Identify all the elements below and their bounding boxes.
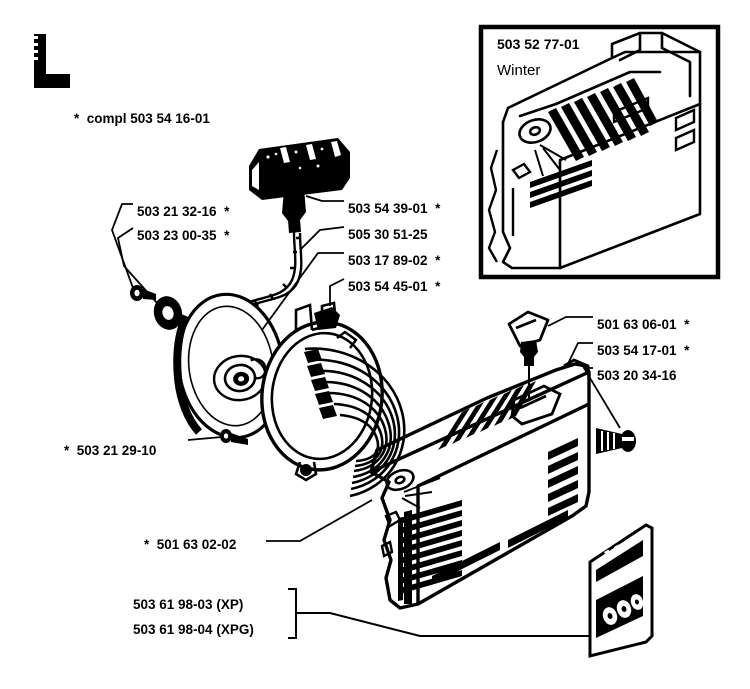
inset-winter-cover [478,24,721,280]
pawl-screw [220,429,248,445]
cover-side-slats [548,438,578,516]
label-cover-screw: * 501 63 02-02 [144,537,237,552]
screws-and-washers [130,285,183,330]
starter-handle [249,138,350,233]
label-pulley: 503 17 89-02 * [348,253,441,268]
label-bracket-screw: 503 20 34-16 [597,368,677,383]
label-grommet: 501 63 06-01 * [597,317,690,332]
inset-caption: Winter [497,62,541,79]
label-spring: 503 54 45-01 * [348,279,441,294]
label-compl: * compl 503 54 16-01 [74,111,210,126]
leader-lines [111,195,621,639]
label-bracket: 503 54 17-01 * [597,343,690,358]
label-handle: 503 54 39-01 * [348,201,441,216]
inset-part-number: 503 52 77-01 [497,36,580,52]
logo-l-icon [33,34,70,88]
starter-cover [369,358,591,610]
label-decal-xpg: 503 61 98-04 (XPG) [133,622,254,637]
cover-top-slats [438,381,536,450]
mount-bracket-screw [596,428,636,454]
rubber-grommet [507,310,550,400]
label-washer: 503 23 00-35 * [137,228,230,243]
label-decal-xp: 503 61 98-03 (XP) [133,597,244,612]
label-screw-washer: 503 21 32-16 * [137,204,230,219]
label-pawl-screw: * 503 21 29-10 [64,443,157,458]
winter-cover-slats [548,78,658,161]
decal-plate [588,523,654,658]
label-rope: 505 30 51-25 [348,227,428,242]
